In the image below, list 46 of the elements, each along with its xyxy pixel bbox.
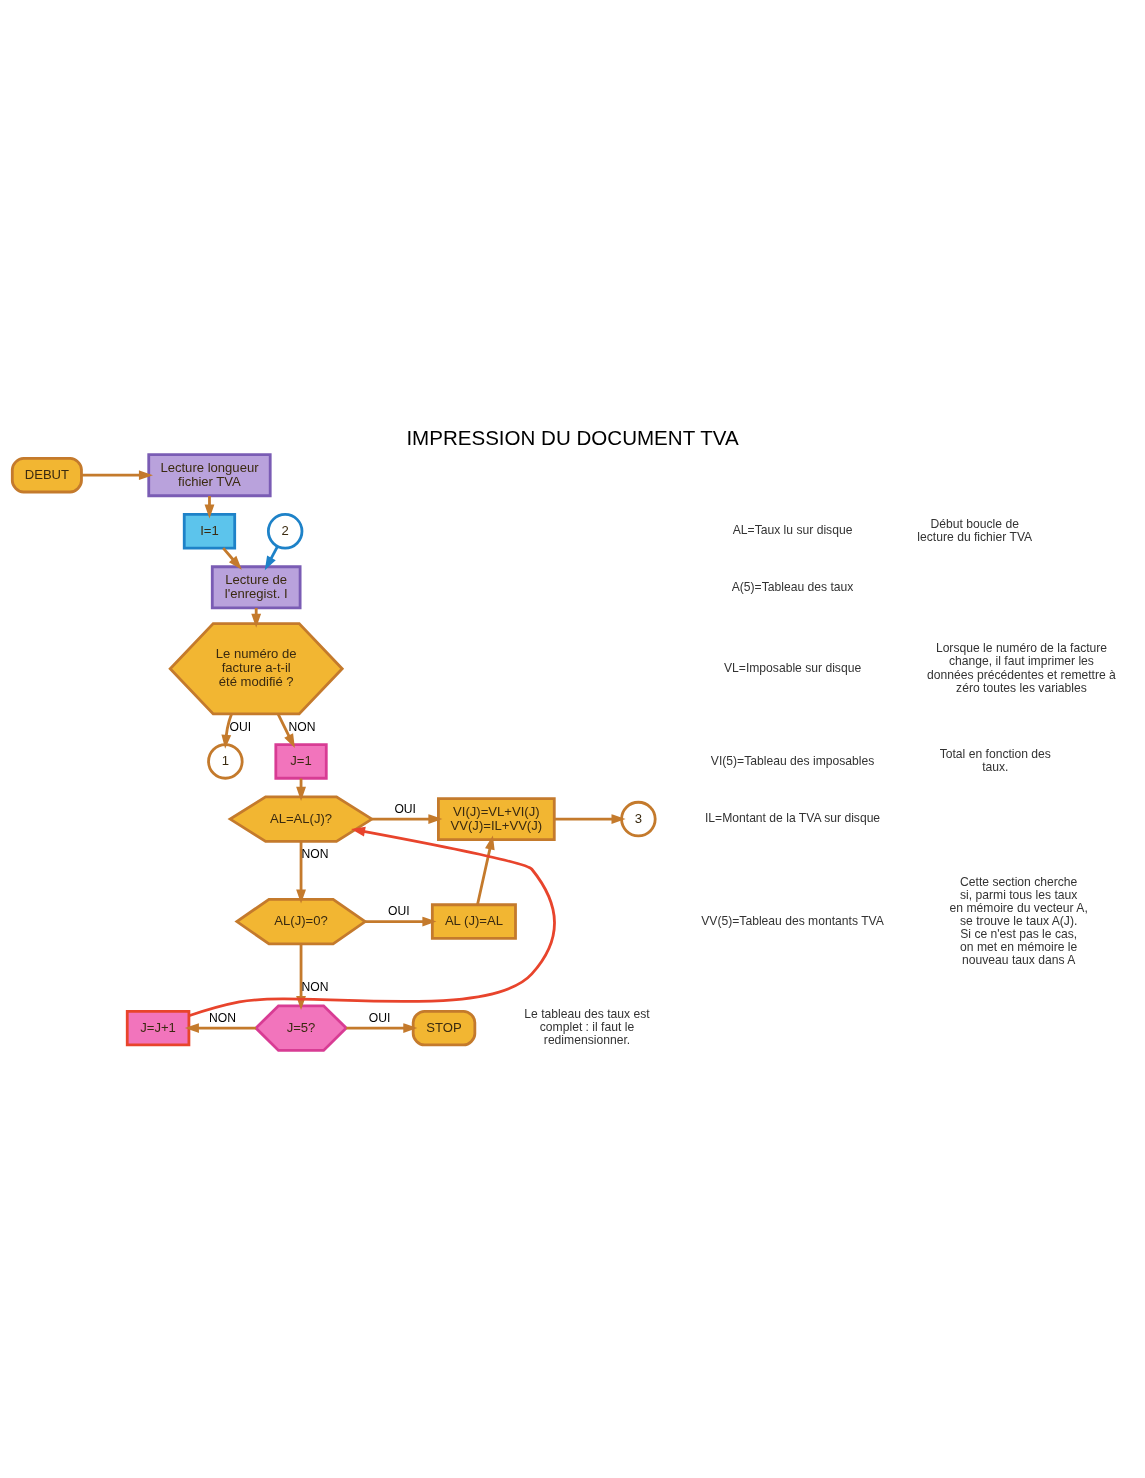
label: VI(5)=Tableau des imposables (710, 753, 875, 768)
arrow (372, 813, 443, 824)
arrow (204, 495, 215, 519)
edge-label: OUI (368, 1010, 391, 1025)
edge-label: OUI (387, 903, 410, 918)
node-box: I=1 (182, 512, 237, 549)
arrow (476, 835, 495, 905)
node-box: J=J+1 (125, 1009, 191, 1046)
label: A(5)=Tableau des taux (731, 579, 854, 594)
node-box: J=1 (274, 742, 328, 780)
edge-label: NON (301, 846, 329, 861)
node-circle: 1 (207, 742, 244, 780)
label: VV(5)=Tableau des montants TVA (701, 913, 884, 928)
label: Cette section cherche si, parmi tous les taux en mémoire du vecteur A, se trouve le taux A(J). Si ce n'est pas le cas, on met en mémoire le nouveau taux dans A (949, 874, 1088, 967)
arrow (276, 712, 295, 748)
arrow (81, 469, 153, 480)
label: Total en fonction des taux. (939, 746, 1051, 774)
edge-label: NON (301, 979, 329, 994)
arrow (222, 546, 242, 570)
arrow (221, 713, 233, 749)
edge-label: OUI (229, 719, 252, 734)
node-circle: 3 (620, 800, 657, 837)
edge-label: OUI (394, 801, 416, 816)
arrow (346, 1022, 418, 1033)
node-box: STOP (411, 1009, 477, 1046)
arrow (296, 840, 306, 904)
label: Lorsque le numéro de la facture change, il faut imprimer les données précédentes et remettre à zéro toutes les variables (927, 640, 1116, 695)
label: AL=Taux lu sur disque (732, 522, 853, 537)
node-circle: 2 (266, 512, 304, 549)
label: Début boucle de lecture du fichier TVA (917, 516, 1033, 544)
label: IL=Montant de la TVA sur disque (704, 810, 881, 825)
node-box: VI(J)=VL+VI(J) VV(J)=IL+VV(J) (437, 796, 556, 841)
node-box: DEBUT (10, 456, 83, 493)
node-box: Lecture longueur fichier TVA (147, 452, 272, 497)
label: VL=Imposable sur disque (723, 660, 862, 675)
arrow (365, 916, 437, 926)
node-box: Lecture de l'enregist. I (210, 564, 302, 609)
arrow (184, 1022, 256, 1033)
arrow (251, 607, 262, 628)
edge-label: NON (209, 1010, 236, 1025)
node-box: AL (J)=AL (430, 902, 517, 940)
label: Le tableau des taux est complet : il faut le redimensionner. (524, 1006, 650, 1047)
arrow (554, 813, 626, 824)
edge-label: NON (288, 719, 316, 734)
arrow (188, 826, 556, 1017)
diagram-title: IMPRESSION DU DOCUMENT TVA (406, 425, 739, 449)
